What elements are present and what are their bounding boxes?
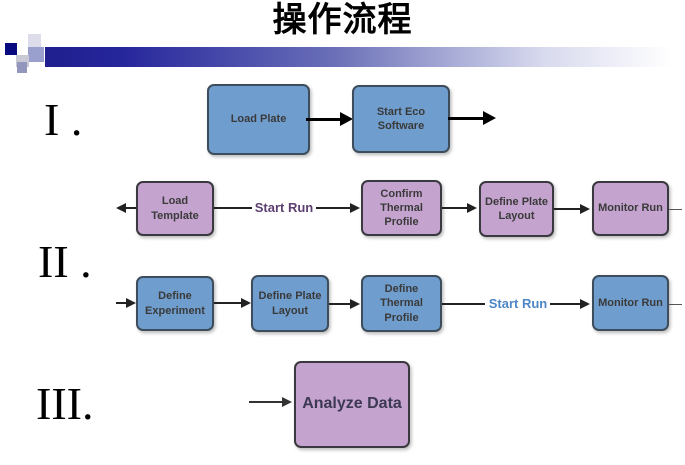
connector-line (316, 207, 350, 209)
flow-box-define-plate-layout-top: Define Plate Layout (479, 181, 554, 237)
arrow-line (116, 302, 126, 304)
exit-line (669, 209, 682, 210)
arrowhead-right-icon (241, 298, 251, 308)
arrow-line (329, 303, 350, 305)
arrowhead-right-icon (580, 204, 590, 214)
arrowhead-right-icon (350, 203, 360, 213)
arrow-line (306, 118, 341, 121)
connector-line (442, 303, 485, 305)
connector-label-start-run: Start Run (254, 200, 314, 215)
connector-label-start-run: Start Run (488, 296, 548, 311)
deco-square-navy (5, 43, 17, 55)
flow-box-analyze-data: Analyze Data (294, 361, 410, 448)
deco-square-slate (17, 62, 27, 73)
flow-box-define-plate-layout-bottom: Define Plate Layout (251, 275, 329, 332)
arrow-line (126, 207, 136, 209)
arrowhead-left-icon (116, 203, 126, 213)
arrowhead-right-icon (282, 397, 292, 407)
deco-square-light (28, 34, 41, 47)
flow-box-load-template: Load Template (136, 181, 214, 236)
flow-box-load-plate: Load Plate (207, 84, 310, 155)
arrowhead-right-icon (580, 299, 590, 309)
exit-line (669, 304, 682, 305)
section-numeral-2: II . (38, 236, 92, 287)
flow-box-confirm-thermal-profile: Confirm Thermal Profile (361, 180, 442, 236)
flow-box-monitor-run-top: Monitor Run (592, 181, 669, 236)
connector-line (550, 303, 580, 305)
arrow-line (554, 208, 580, 210)
page-title: 操作流程 (272, 1, 413, 39)
section-numeral-1: I . (44, 94, 83, 145)
arrow-line (249, 401, 282, 403)
arrowhead-right-icon (467, 203, 477, 213)
arrow-line (448, 117, 483, 120)
flow-box-define-thermal-profile: Define Thermal Profile (361, 275, 442, 332)
deco-square-periwinkle (28, 47, 44, 62)
arrowhead-right-icon (350, 299, 360, 309)
arrowhead-right-icon (340, 112, 353, 126)
arrow-line (442, 207, 467, 209)
accent-gradient-bar (45, 47, 685, 67)
arrowhead-right-icon (126, 298, 136, 308)
flow-box-define-experiment: Define Experiment (136, 276, 214, 331)
flow-box-start-eco-software: Start Eco Software (352, 85, 450, 153)
arrow-line (214, 302, 241, 304)
arrowhead-right-icon (483, 111, 496, 125)
connector-line (214, 207, 252, 209)
flow-box-monitor-run-bottom: Monitor Run (592, 275, 669, 331)
section-numeral-3: III. (36, 378, 94, 429)
